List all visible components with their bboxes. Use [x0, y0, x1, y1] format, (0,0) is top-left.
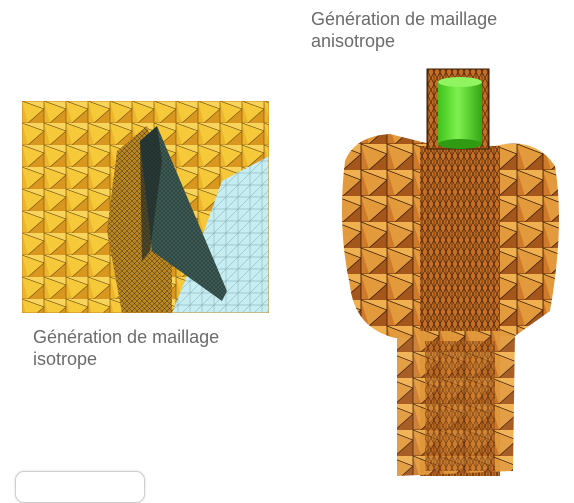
isotropic-mesh-image — [22, 101, 269, 313]
isotropic-mesh-caption: Génération de maillage isotrope — [33, 326, 219, 370]
bottom-placeholder-box — [15, 471, 145, 503]
isotropic-caption-line1: Génération de maillage — [33, 327, 220, 347]
anisotropic-mesh-image — [341, 68, 559, 476]
anisotropic-caption-line1: Génération de maillage — [311, 9, 498, 29]
anisotropic-caption-line2: anisotrope — [311, 31, 396, 51]
anisotropic-mesh-caption: Génération de maillage anisotrope — [311, 8, 497, 52]
isotropic-caption-line2: isotrope — [33, 349, 98, 369]
